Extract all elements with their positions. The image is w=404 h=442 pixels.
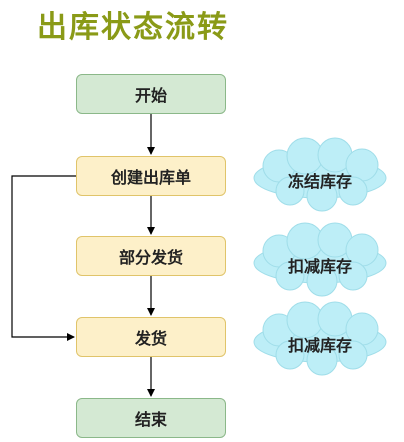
node-end: 结束: [76, 398, 226, 438]
cloud-shape-3: [253, 301, 387, 376]
node-shipment: 发货: [76, 317, 226, 357]
cloud-label-deduct-stock-1: 扣减库存: [287, 257, 352, 276]
node-create-outbound-order-label: 创建出库单: [110, 168, 191, 187]
node-end-label: 结束: [134, 410, 167, 429]
node-create-outbound-order: 创建出库单: [76, 156, 226, 196]
cloud-shape-2: [253, 222, 387, 297]
node-start: 开始: [76, 74, 226, 114]
arrow-create-to-ship-bypass: [11, 175, 76, 341]
node-partial-shipment: 部分发货: [76, 236, 226, 276]
node-shipment-label: 发货: [134, 329, 167, 348]
cloud-label-freeze-stock: 冻结库存: [287, 172, 352, 191]
node-start-label: 开始: [134, 86, 167, 105]
cloud-shape-1: [253, 137, 387, 212]
node-partial-shipment-label: 部分发货: [118, 248, 183, 267]
diagram-title: 出库状态流转: [37, 10, 229, 45]
cloud-label-deduct-stock-2: 扣减库存: [287, 336, 352, 355]
